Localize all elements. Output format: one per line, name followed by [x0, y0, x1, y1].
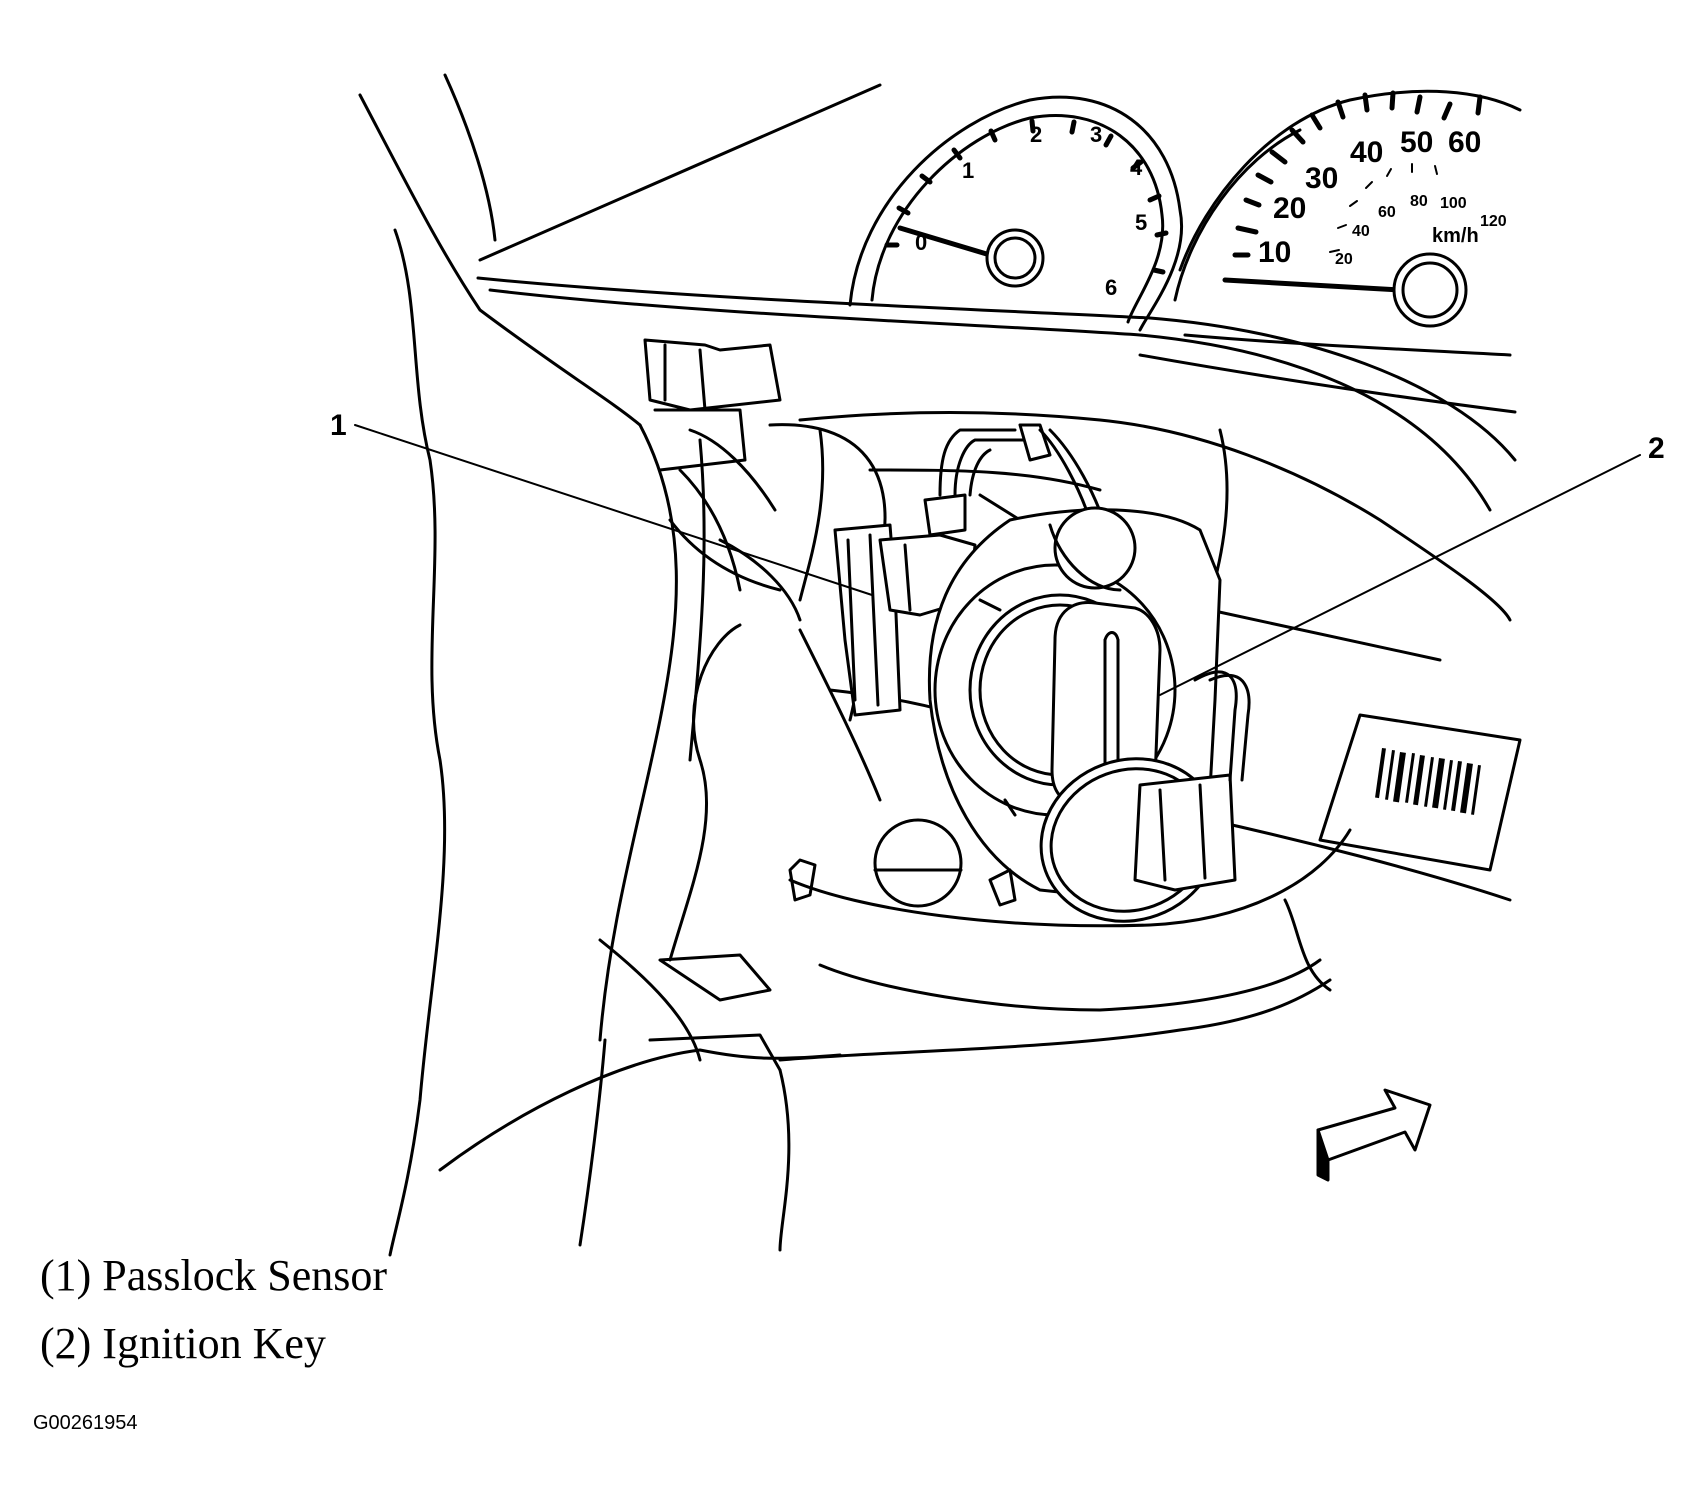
mph-tick-label: 20: [1273, 192, 1306, 225]
speedometer-inner-ticks: [1329, 163, 1438, 253]
tachometer: 0 1 2 3 4 5 6: [848, 95, 1184, 332]
mph-tick-label: 50: [1400, 126, 1433, 159]
mph-tick-label: 40: [1350, 136, 1383, 169]
direction-arrow-icon: [1316, 1088, 1432, 1182]
callout-2: 2: [1159, 432, 1665, 696]
kmh-tick-label: 120: [1480, 213, 1507, 230]
mph-tick-label: 10: [1258, 236, 1291, 269]
dashboard-outline: [476, 83, 1517, 512]
kmh-tick-label: 20: [1335, 251, 1353, 268]
legend-item-ignition-key: (2) Ignition Key: [40, 1319, 326, 1368]
kmh-tick-label: 80: [1410, 193, 1428, 210]
tach-tick-label: 6: [1105, 275, 1117, 300]
steering-column-shroud: [768, 411, 1512, 1012]
callout-number: 1: [330, 409, 347, 442]
kmh-tick-label: 40: [1352, 223, 1370, 240]
a-pillar: [358, 73, 706, 1257]
mph-tick-label: 30: [1305, 162, 1338, 195]
legend-item-passlock-sensor: (1) Passlock Sensor: [40, 1251, 388, 1300]
tachometer-ticks: [884, 118, 1169, 275]
figure-id: G00261954: [33, 1412, 138, 1434]
tach-tick-label: 5: [1135, 210, 1147, 235]
speed-unit-label: km/h: [1432, 225, 1479, 247]
kmh-tick-label: 60: [1378, 204, 1396, 221]
tach-tick-label: 2: [1030, 122, 1042, 147]
tach-tick-label: 4: [1130, 155, 1143, 180]
lower-trim: [438, 818, 1332, 1252]
speedometer-ticks: [1232, 90, 1483, 258]
callout-1: 1: [330, 409, 873, 596]
speedometer: 10 20 30 40 50 60 20 40 60 80 100 120 km…: [1173, 89, 1522, 328]
mph-tick-label: 60: [1448, 126, 1481, 159]
turn-signal-switch: [643, 338, 802, 1002]
kmh-tick-label: 100: [1440, 195, 1467, 212]
callout-number: 2: [1648, 432, 1665, 465]
tach-tick-label: 1: [962, 158, 974, 183]
tach-tick-label: 3: [1090, 122, 1102, 147]
ignition-key: [1039, 600, 1251, 923]
barcode-label-icon: [1318, 713, 1522, 872]
